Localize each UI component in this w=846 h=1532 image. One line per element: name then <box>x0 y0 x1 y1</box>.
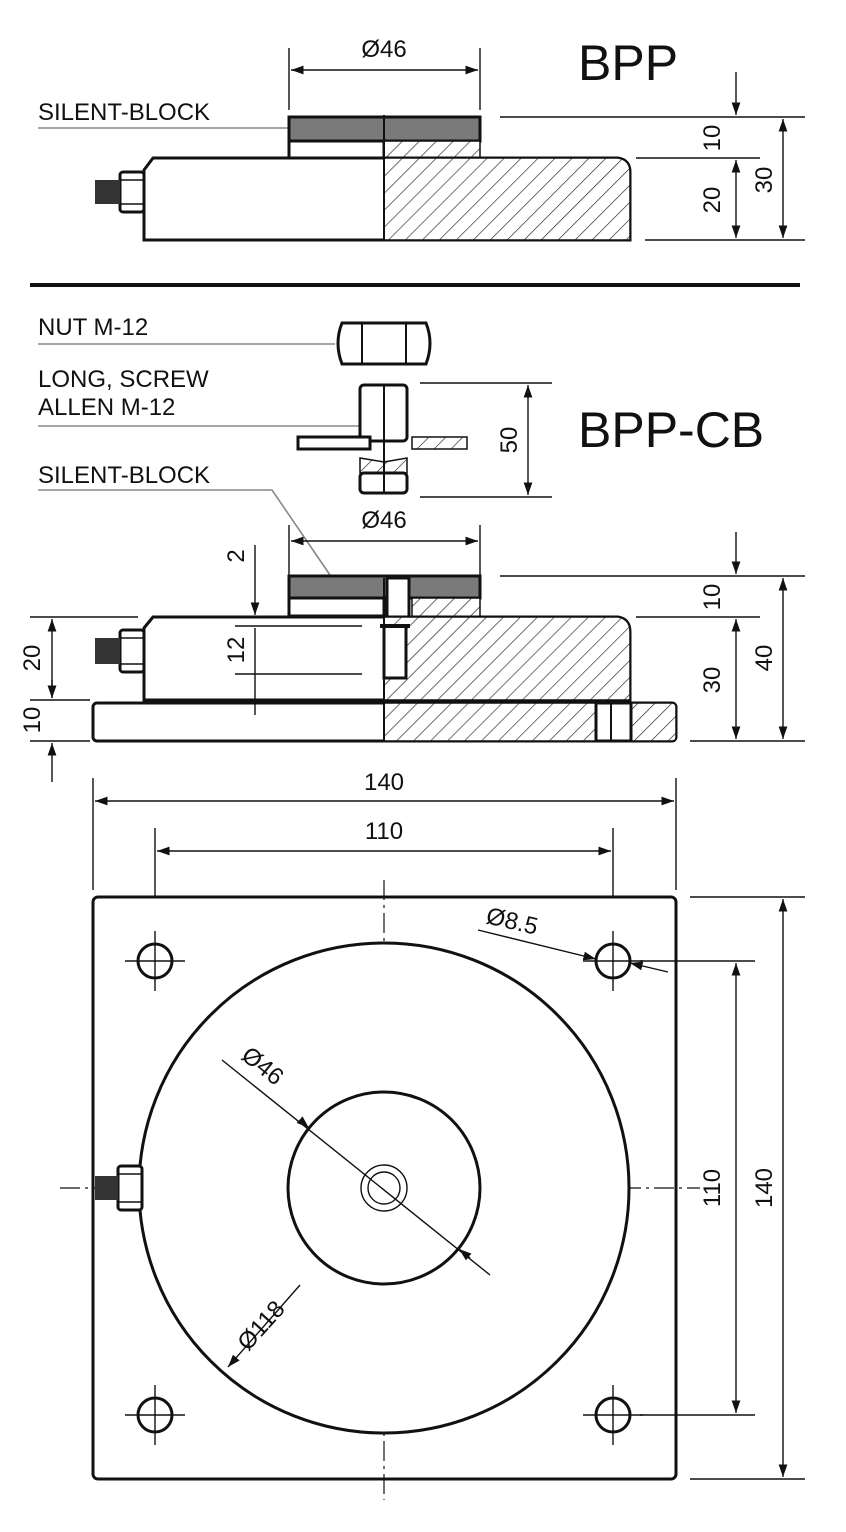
plan-height-label: 140 <box>751 1168 778 1208</box>
bpp-cb-base-plate <box>91 700 678 743</box>
plan-vertical-hole-spacing-label: 110 <box>699 1169 726 1207</box>
plan-silent-block-circle <box>286 1090 482 1286</box>
bpp-height-dimensions: 10 20 30 <box>500 72 805 241</box>
bpp-body <box>142 115 632 242</box>
bpp-cb-diameter-dimension: Ø46 <box>288 507 481 575</box>
bpp-side-view: BPP Ø46 SILENT-BLOCK <box>38 35 805 242</box>
body-height-left-label: 20 <box>19 645 46 672</box>
plate-thickness-label: 10 <box>19 707 46 734</box>
bpp-cb-title: BPP-CB <box>578 402 764 458</box>
screw-length-dimension: 50 <box>420 382 552 498</box>
bpp-cb-block-height-label: 10 <box>699 584 726 611</box>
bpp-cb-body <box>142 578 632 702</box>
nut-m12 <box>336 321 432 366</box>
plan-hole-spacing-label: 110 <box>365 818 403 845</box>
bpp-block-height-label: 10 <box>699 125 726 152</box>
screw-label-line2: ALLEN M-12 <box>38 394 175 421</box>
bpp-cb-left-dimensions: 20 10 <box>19 616 138 782</box>
plan-width-label: 140 <box>364 769 404 796</box>
screw-label-line1: LONG, SCREW <box>38 366 209 393</box>
plan-height-dimensions: 110 140 <box>640 896 805 1480</box>
bpp-cb-diameter-label: Ø46 <box>361 507 406 534</box>
bpp-diameter-label: Ø46 <box>361 36 406 63</box>
bpp-cb-side-bolt <box>95 628 146 674</box>
bpp-cb-left-inner-dimensions: 2 12 <box>223 545 260 715</box>
bpp-silent-block-label: SILENT-BLOCK <box>38 99 210 126</box>
bpp-cb-silent-block-leader <box>38 489 331 576</box>
nut-label: NUT M-12 <box>38 314 148 341</box>
bpp-total-height-label: 30 <box>751 167 778 194</box>
bpp-title: BPP <box>578 35 678 91</box>
bpp-side-bolt <box>95 170 146 214</box>
bpp-cb-silent-block-label: SILENT-BLOCK <box>38 462 210 489</box>
bpp-diameter-dimension: Ø46 <box>288 36 481 110</box>
plan-screw-inner-circle <box>367 1171 401 1205</box>
plan-view: 140 110 <box>60 769 805 1500</box>
gap-label: 2 <box>223 549 250 562</box>
thread-depth-label: 12 <box>223 637 250 664</box>
bpp-cb-side-view: BPP-CB NUT M-12 LONG, SCREW ALLEN M-12 5… <box>19 314 805 782</box>
allen-screw-m12 <box>296 383 468 495</box>
bpp-cb-body-height-label: 30 <box>699 667 726 694</box>
screw-length-label: 50 <box>496 427 523 454</box>
bpp-cb-total-height-label: 40 <box>751 645 778 672</box>
plan-mounting-holes <box>125 931 643 1445</box>
plan-screw-outer-circle <box>360 1164 408 1212</box>
bpp-body-height-label: 20 <box>699 187 726 214</box>
plan-side-bolt <box>95 1164 144 1212</box>
bpp-cb-height-dimensions: 10 30 40 <box>500 532 805 742</box>
